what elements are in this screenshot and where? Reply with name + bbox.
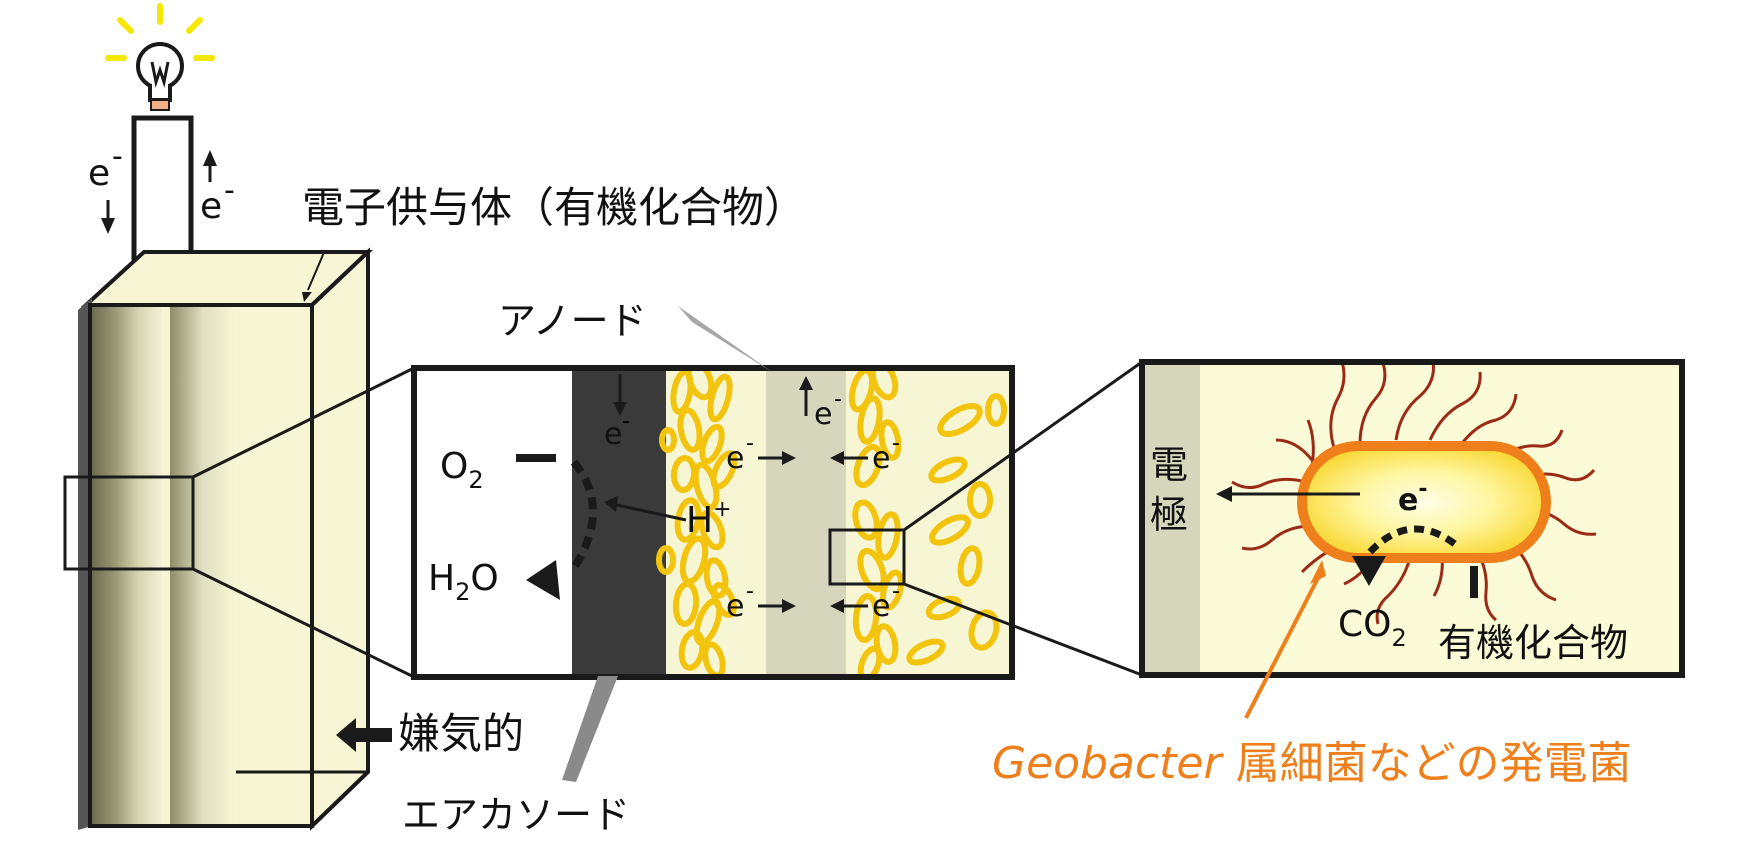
bacterium-mark: [702, 641, 726, 675]
zoom-panel-bacterium: [1139, 359, 1685, 678]
bacterium-mark: [967, 481, 993, 519]
svg-text:-: -: [224, 173, 235, 208]
anode-label: アノード: [498, 299, 647, 343]
bacterium-mark: [875, 511, 901, 561]
bacterium-mark: [852, 593, 880, 643]
svg-text:e: e: [872, 441, 890, 476]
svg-text:-: -: [112, 139, 123, 174]
bacteria-pointer-arrow: [1244, 560, 1326, 719]
bacterium-mark: [873, 623, 899, 665]
bacterium-mark: [857, 547, 887, 593]
electrode-label-1: 電: [1150, 443, 1188, 487]
bacterium-mark: [678, 629, 706, 671]
svg-text:-: -: [892, 579, 900, 604]
bacterium-mark: [711, 582, 737, 618]
svg-text:-: -: [746, 579, 754, 604]
electrode-label-2: 極: [1150, 493, 1188, 537]
bacterium-mark: [698, 509, 726, 551]
svg-text:-: -: [746, 431, 754, 456]
left-arrow-icon: [336, 718, 392, 752]
electron-arrows-zoom1: e - e - e - e - e - e -: [604, 374, 900, 624]
svg-text:-: -: [834, 387, 842, 412]
svg-text:e: e: [814, 397, 832, 432]
up-arrow-icon: [203, 150, 217, 182]
bacterium-mark: [957, 545, 983, 587]
bacterium-mark: [985, 393, 1007, 427]
svg-text:e: e: [726, 589, 744, 624]
oxygen-label: O2: [440, 446, 484, 494]
bacterium-mark: [677, 407, 703, 453]
bacterium-mark: [857, 395, 883, 445]
bacteria-caption: Geobacter 属細菌などの発電菌: [992, 738, 1632, 789]
external-circuit: [131, 115, 194, 272]
bacterium-mark: [857, 645, 883, 675]
bacterium-mark: [968, 609, 1000, 651]
light-bulb-icon: [105, 3, 215, 111]
zoom-lines-1: [192, 366, 415, 679]
electrode-strip: [1142, 362, 1200, 675]
anode-layer: [766, 368, 846, 677]
electron-label-right: e: [200, 186, 222, 227]
anode-pointer: [678, 306, 772, 372]
bacterium-mark: [656, 545, 676, 575]
svg-text:e: e: [726, 441, 744, 476]
electron-label-left: e: [88, 153, 110, 194]
bacterium-mark: [699, 423, 725, 465]
bacterium-mark: [672, 581, 700, 627]
bacterium-mark: [906, 638, 946, 666]
bacterium-mark: [925, 595, 963, 621]
svg-text:-: -: [622, 409, 630, 434]
organic-compound-label: 有機化合物: [1438, 621, 1628, 665]
bacterium-mark: [878, 419, 902, 461]
air-cathode-layer: [572, 368, 666, 677]
bacterium-mark: [710, 450, 738, 490]
fuel-cell-box: [63, 247, 374, 831]
bacterium-mark: [707, 373, 733, 423]
bacterium-mark: [852, 499, 880, 541]
water-label: H2O: [428, 558, 499, 606]
co2-label: CO2: [1338, 604, 1407, 652]
bacterium-mark: [869, 368, 899, 401]
air-cathode-pointer: [562, 676, 618, 782]
electron-donor-pointer: [302, 249, 326, 302]
bacterium-electron-label: e-: [1398, 477, 1428, 518]
bacterium-mark: [937, 403, 983, 438]
air-cathode-label: エアカソード: [402, 793, 630, 837]
proton-label: H+: [686, 497, 732, 541]
svg-text:e: e: [872, 589, 890, 624]
anaerobic-label: 嫌気的: [398, 709, 524, 758]
bacterium-mark: [685, 368, 715, 401]
svg-text:-: -: [892, 431, 900, 456]
bacterium-mark: [659, 427, 677, 453]
bacterium-mark: [703, 557, 729, 599]
bacterium-mark: [853, 443, 883, 489]
bacterium-mark: [928, 456, 968, 484]
bacterium-mark: [879, 569, 905, 611]
svg-text:e: e: [604, 417, 622, 452]
zoom-lines-2: [903, 360, 1143, 677]
down-arrow-icon: [101, 200, 115, 234]
bacterium-cell: [1297, 441, 1551, 563]
bacterium-mark: [929, 514, 971, 546]
bacterium-mark: [670, 369, 694, 415]
zoom-panel-electrodes: [411, 365, 1015, 680]
electron-donor-label: 電子供与体（有機化合物）: [302, 183, 806, 232]
